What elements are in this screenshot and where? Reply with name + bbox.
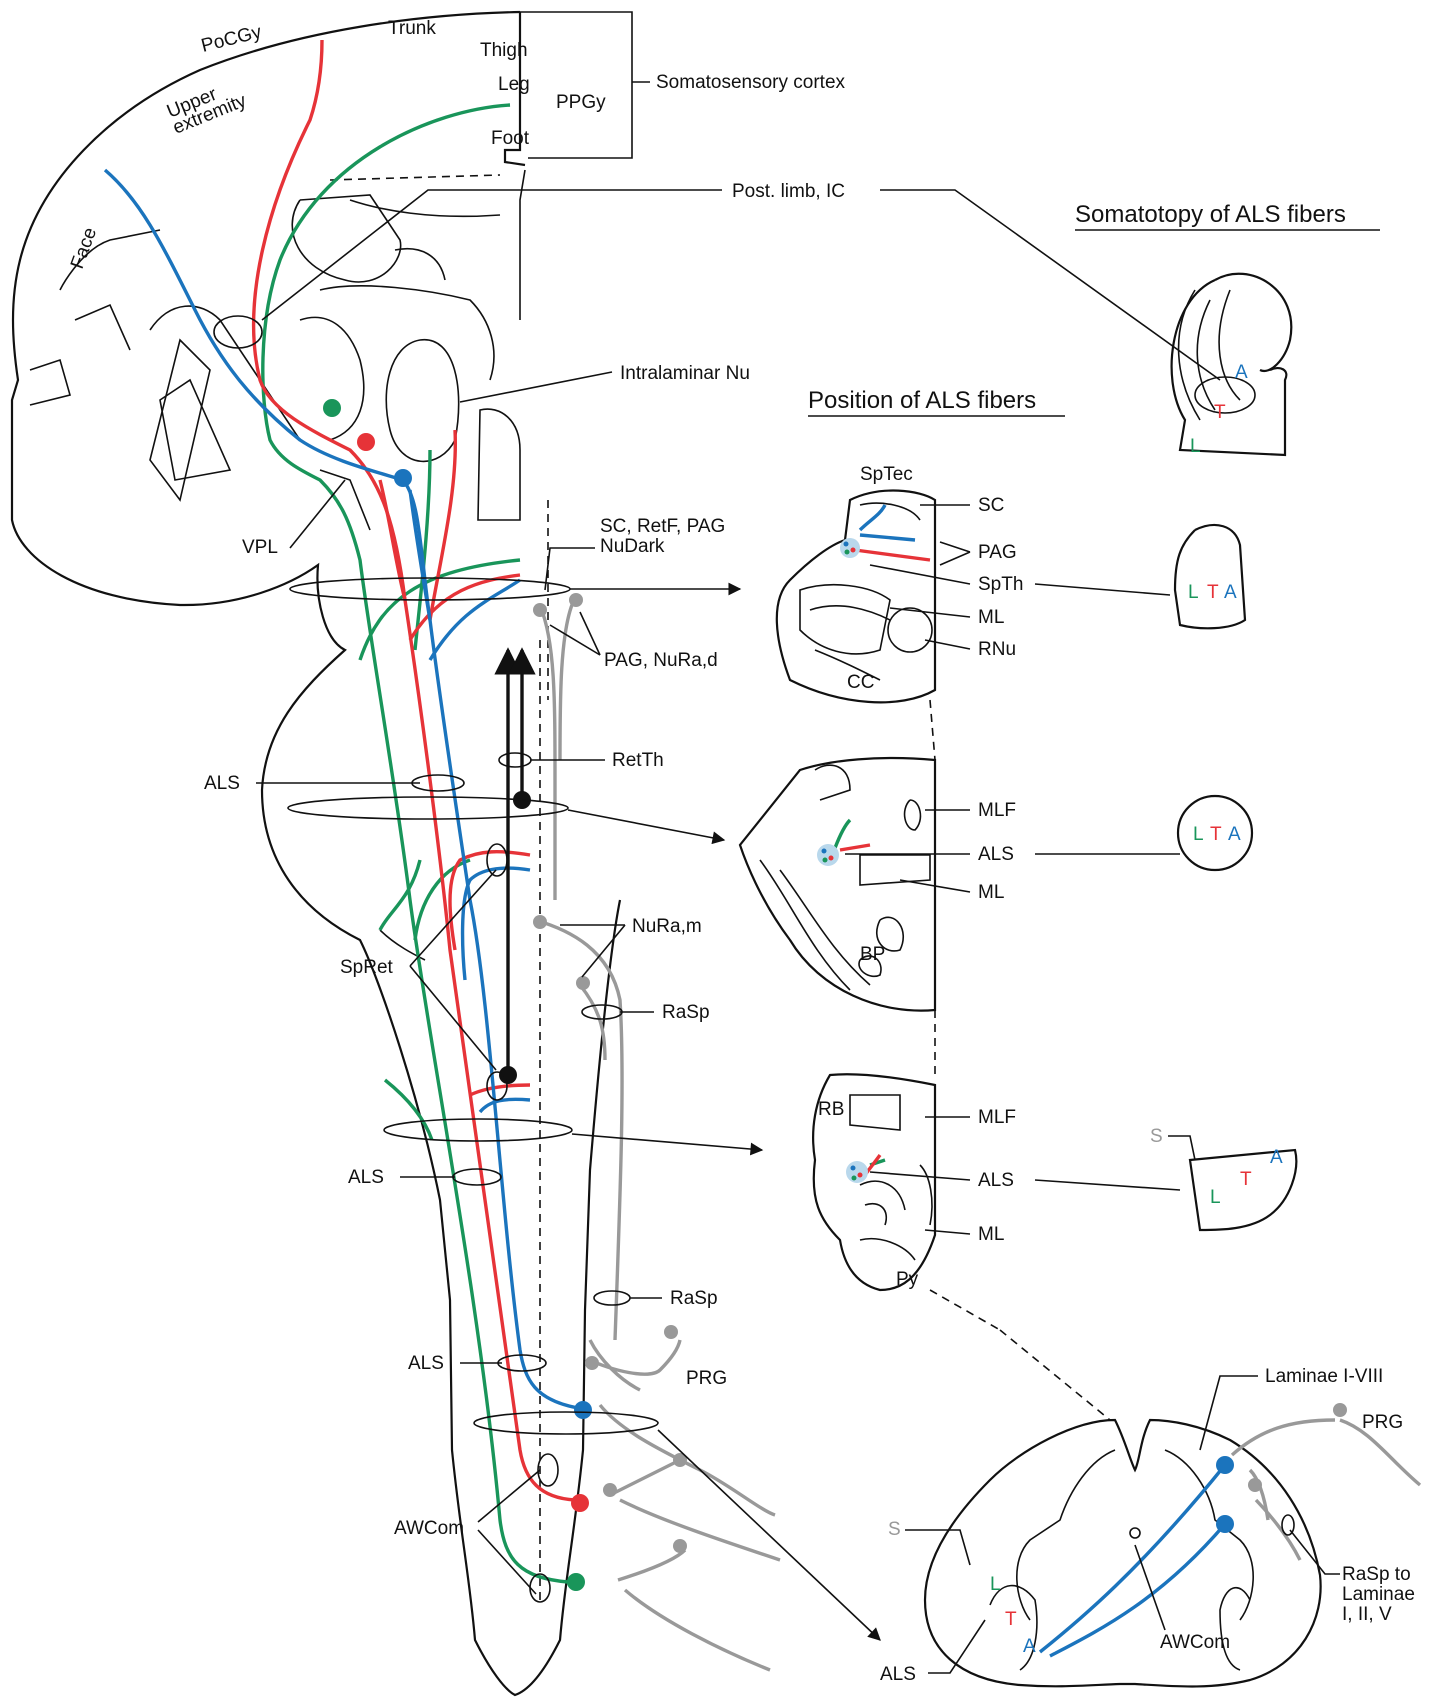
gray-neuron-nuram-1 [533,915,547,929]
label-somatosensory-cortex: Somatosensory cortex [656,72,846,93]
label-intralaminar: Intralaminar Nu [620,363,750,384]
green-neuron-thalamus [323,399,341,417]
label-prg-1: PRG [686,1368,727,1389]
label-mlf-pons: MLF [978,800,1016,821]
label-laminae: Laminae I-VIII [1265,1366,1383,1387]
label-s-cord: S [888,1519,901,1540]
label-pag-mid: PAG [978,542,1017,563]
mid-t: T [1207,582,1219,603]
blue-neuron-cord [574,1401,592,1419]
label-ppgy: PPGy [556,92,606,113]
red-neuron-thalamus [357,433,375,451]
label-awcom-cord: AWCom [1160,1632,1230,1653]
pons-t: T [1210,824,1222,845]
pons-l: L [1193,824,1204,845]
title-somatotopy: Somatotopy of ALS fibers [1075,201,1346,228]
label-als-2: ALS [348,1167,384,1188]
med-l: L [1210,1187,1221,1208]
cortex-labels: PoCGy Trunk Thigh Leg Foot PPGy Upper ex… [67,12,846,272]
label-rasp-laminae-3: I, II, V [1342,1604,1392,1625]
red-neuron-cord [571,1494,589,1512]
pons-section: MLF ALS ML BP [740,758,1180,1011]
pons-a: A [1228,824,1241,845]
somatotopy-medulla: S A T L [1150,1126,1296,1230]
label-thigh: Thigh [480,40,528,61]
label-l-cord: L [990,1574,1001,1595]
gray-neuron-cord-1 [585,1356,599,1370]
label-sc-retf-pag: SC, RetF, PAG [600,516,725,537]
label-ml-med: ML [978,1224,1004,1245]
med-s: S [1150,1126,1163,1147]
blue-neuron-thalamus [394,469,412,487]
label-rasp-laminae-2: Laminae [1342,1584,1415,1605]
gray-neuron-prg-1 [664,1325,678,1339]
label-als-3: ALS [408,1353,444,1374]
gray-neuron-pag-1 [533,603,547,617]
label-leg: Leg [498,74,530,95]
somatotopy-midbrain: L T A [1175,525,1245,628]
gray-neuron-nuram-2 [576,976,590,990]
gray-neuron-pag-2 [569,593,583,607]
reticular-pathway [508,650,522,1075]
ic-a: A [1235,362,1248,383]
black-neuron-lower [499,1066,517,1084]
label-als-med: ALS [978,1170,1014,1191]
gray-neuron-prg-3 [673,1539,687,1553]
label-mlf-med: MLF [978,1107,1016,1128]
label-face: Face [67,225,101,272]
red-pathway [254,40,575,1500]
label-retth: RetTh [612,750,664,771]
mid-a: A [1224,582,1237,603]
label-vpl: VPL [242,537,278,558]
label-trunk: Trunk [388,18,436,39]
ic-l: L [1190,436,1201,457]
label-als-1: ALS [204,773,240,794]
spinal-cord-section: Laminae I-VIII PRG S L T A AWCom RaSp to… [880,1366,1420,1687]
titles: Somatotopy of ALS fibers Position of ALS… [808,201,1380,416]
label-ml-mid: ML [978,607,1004,628]
ic-t: T [1214,402,1226,423]
label-ml-pons: ML [978,882,1004,903]
label-spret: SpRet [340,957,394,978]
medulla-section: RB MLF ALS ML Py [813,1074,1180,1290]
label-py: Py [896,1269,919,1290]
label-spth: SpTh [978,574,1023,595]
label-sc-mid: SC [978,495,1004,516]
label-awcom-1: AWCom [394,1518,464,1539]
label-t-cord: T [1005,1609,1017,1630]
label-als-pons: ALS [978,844,1014,865]
label-rasp-1: RaSp [662,1002,710,1023]
label-bp: BP [860,944,885,965]
gray-neuron-cord-2 [603,1483,617,1497]
label-rnu: RNu [978,639,1016,660]
somatotopy-ic: A T L [1172,274,1292,457]
label-nudark: NuDark [600,536,665,557]
mid-l: L [1188,582,1199,603]
med-a: A [1270,1147,1283,1168]
label-rasp-laminae-1: RaSp to [1342,1564,1411,1585]
label-rb: RB [818,1099,844,1120]
label-prg-2: PRG [1362,1412,1403,1433]
title-position: Position of ALS fibers [808,387,1036,414]
somatotopy-pons: L T A [1178,796,1252,870]
label-als-cord: ALS [880,1664,916,1685]
label-cc: CC [847,672,874,693]
green-neuron-cord [567,1573,585,1591]
label-sptec: SpTec [860,464,913,485]
label-foot: Foot [491,128,530,149]
label-nura-m: NuRa,m [632,916,702,937]
midbrain-section: SpTec SC PAG SpTh ML RNu CC [777,464,1170,702]
label-post-limb-ic: Post. limb, IC [732,181,845,202]
dashed-connectors [930,700,1110,1420]
med-t: T [1240,1169,1252,1190]
label-rasp-2: RaSp [670,1288,718,1309]
label-pag-nura-d: PAG, NuRa,d [604,650,718,671]
label-a-cord: A [1023,1636,1036,1657]
